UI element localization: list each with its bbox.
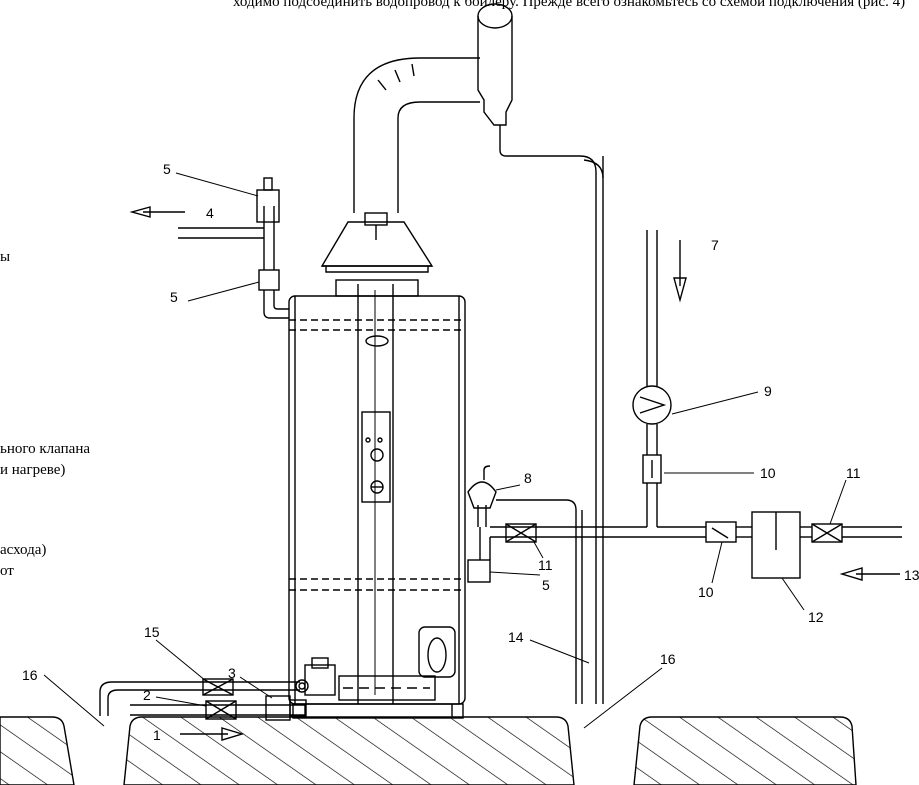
bottom-lines [99, 678, 309, 721]
callout-16-right: 16 [660, 651, 676, 667]
callout-6: 5 [163, 161, 171, 177]
relief-valve-7 [467, 481, 497, 509]
arrow-8-in [673, 240, 687, 303]
sight-glass [365, 335, 389, 347]
valve-11-right [811, 523, 843, 543]
callout-10-upper: 10 [760, 465, 776, 481]
hot-water-outlet [178, 177, 289, 319]
caption-fragment-left-4: асхода) [0, 542, 47, 558]
draft-hood [320, 221, 434, 267]
caption-fragment-left-5: от [0, 563, 14, 579]
caption-fragment-left-2: ьного клапана [0, 441, 90, 457]
arrow-13-in [839, 567, 900, 581]
floor-slab-right [633, 716, 857, 785]
callout-8: 7 [711, 237, 719, 253]
callout-10-lower: 10 [698, 584, 714, 600]
callout-16-left: 16 [22, 667, 38, 683]
flow-arrows [129, 206, 900, 741]
cold-water-system [467, 230, 902, 704]
drain-line [499, 125, 597, 704]
callout-1: 1 [153, 727, 161, 743]
callout-15: 15 [144, 624, 160, 640]
leader-lines [43, 172, 847, 729]
floor-slab-center [123, 716, 575, 785]
callout-13: 13 [904, 567, 919, 583]
callout-4: 4 [206, 205, 214, 221]
callout-9: 9 [764, 383, 772, 399]
callout-2: 2 [143, 687, 151, 703]
check-valve-10-lower [705, 521, 737, 543]
callout-5-upper: 5 [170, 289, 178, 305]
valve-5-upper [258, 269, 280, 291]
caption-fragment-left-1: ы [0, 249, 11, 265]
callout-11-left: 11 [538, 557, 553, 573]
caption-fragment-left-3: и нагреве) [0, 462, 66, 478]
callout-12: 12 [808, 609, 824, 625]
callout-7: 8 [524, 470, 532, 486]
callout-11-right: 11 [846, 465, 861, 481]
boiler-body [288, 295, 466, 705]
boiler [288, 284, 466, 719]
burner [338, 675, 436, 701]
valve-11-left [505, 523, 537, 543]
valve-15 [202, 678, 234, 696]
valve-6 [256, 189, 280, 223]
arrow-4-out [129, 206, 185, 218]
boiler-base [292, 703, 464, 719]
caption-fragment-top: ходимо подсоединить водопровод к бойлеру… [233, 0, 906, 10]
arrow-1-in [180, 727, 245, 741]
callout-3: 3 [228, 665, 236, 681]
callout-labels: 5 4 5 7 9 8 10 11 11 5 10 13 12 15 14 16… [22, 161, 919, 743]
floor-slabs [0, 716, 857, 785]
callout-14: 14 [508, 629, 524, 645]
callout-5-lower: 5 [542, 577, 550, 593]
valve-2 [205, 700, 237, 720]
valve-5-lower [467, 559, 491, 583]
floor-slab-left [0, 716, 75, 785]
pump [632, 385, 672, 425]
inspection-window [418, 626, 456, 678]
control-panel [361, 411, 391, 503]
flue-system [320, 3, 604, 704]
check-valve-10-upper [642, 454, 662, 484]
